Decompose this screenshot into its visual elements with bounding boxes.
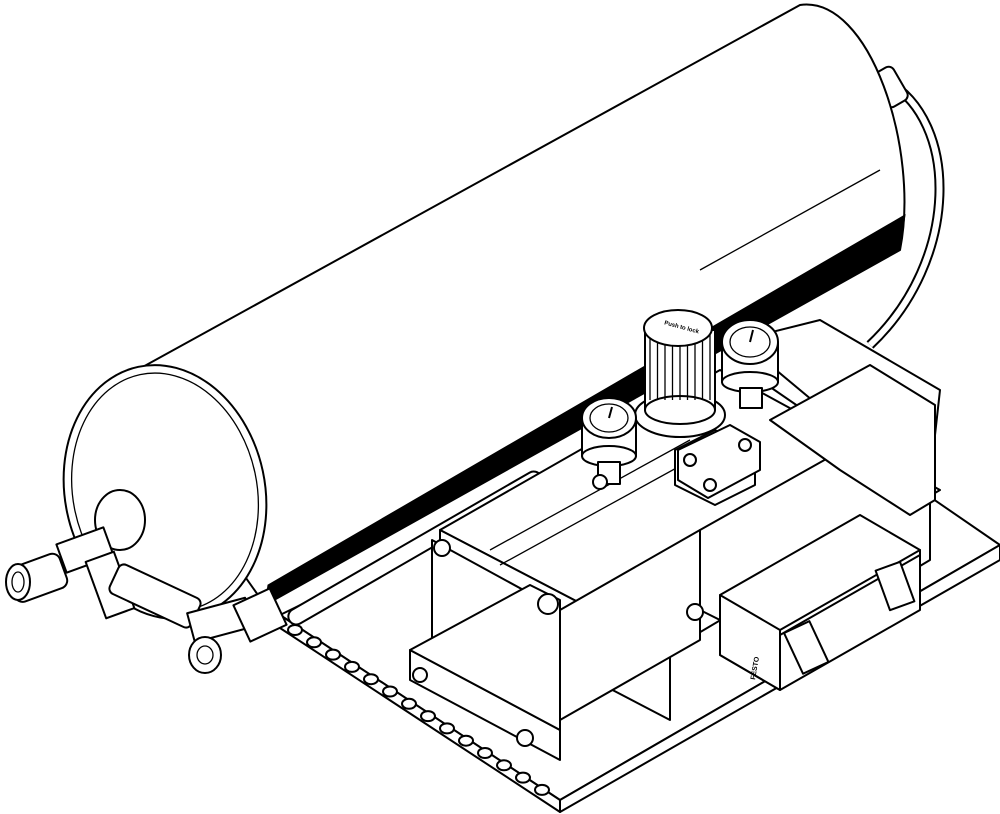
rail-slot: [344, 660, 360, 673]
regulator-knob[interactable]: [643, 309, 713, 347]
rail-slot: [306, 636, 322, 649]
rail-slot: [325, 648, 341, 661]
fitting-block: [677, 424, 761, 499]
rail-slot: [534, 783, 550, 796]
rail-slot: [382, 685, 398, 698]
rail-slot: [496, 759, 512, 772]
rail-slot: [458, 734, 474, 747]
valve-module: FESTO: [719, 514, 921, 691]
pressure-gauge-left: [581, 397, 637, 490]
rail-slot: [401, 697, 417, 710]
pressure-gauge-right: [721, 319, 779, 409]
rail-slot: [515, 771, 531, 784]
rail-slot: [477, 747, 493, 759]
rail-slot: [363, 673, 379, 686]
rail-slot: [287, 624, 303, 636]
rail-slot: [420, 710, 436, 723]
rail-slot: [439, 722, 455, 735]
festo-logo: FESTO: [750, 656, 761, 681]
